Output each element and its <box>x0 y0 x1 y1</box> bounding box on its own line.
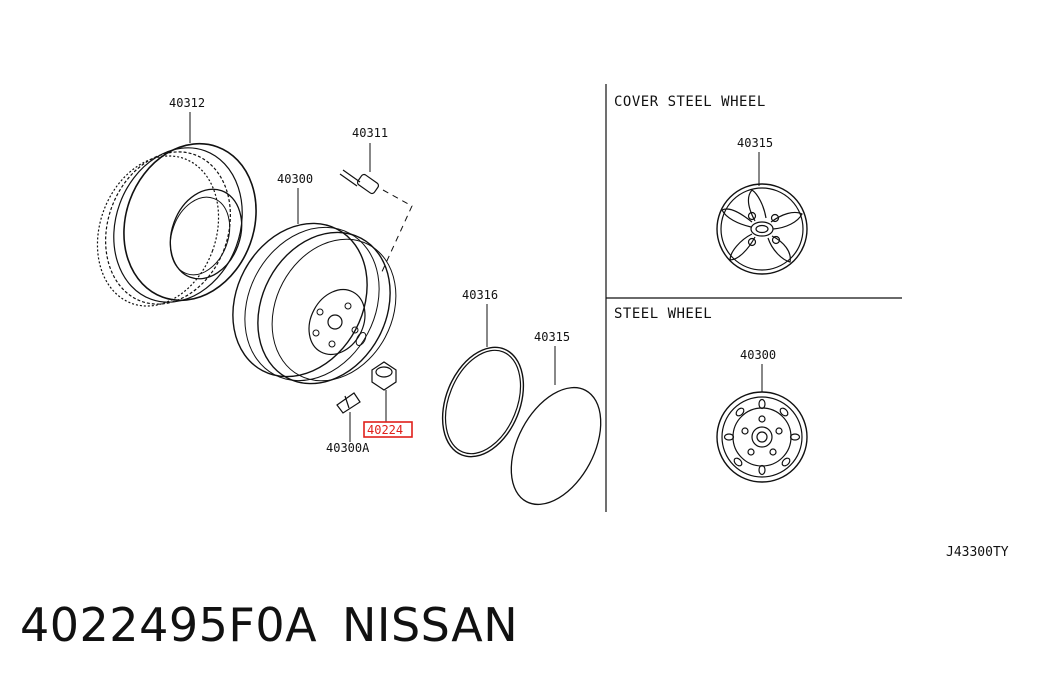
section-part-steel[interactable]: 40300 <box>740 348 776 362</box>
wheel-cover-icon <box>716 183 808 275</box>
part-number: 4022495F0A <box>20 598 318 652</box>
diagram-code: J43300TY <box>946 545 1009 560</box>
wheel-disc-icon <box>510 386 602 506</box>
steel-wheel-icon <box>716 391 808 483</box>
highlight-box <box>363 421 413 438</box>
callout-tire[interactable]: 40312 <box>169 96 205 110</box>
callout-valve[interactable]: 40311 <box>352 126 388 140</box>
valve-icon <box>339 169 380 195</box>
balance-weight-icon <box>336 392 361 414</box>
ring-icon <box>441 346 525 458</box>
callout-ring[interactable]: 40316 <box>462 288 498 302</box>
section-title-cover: COVER STEEL WHEEL <box>614 94 766 110</box>
callout-wheel[interactable]: 40300 <box>277 172 313 186</box>
brand-name: NISSAN <box>342 598 519 652</box>
callout-cover[interactable]: 40315 <box>534 330 570 344</box>
wheel-icon <box>232 222 397 385</box>
callout-nut[interactable]: 40224 <box>367 423 403 437</box>
wheel-nut-icon <box>371 361 397 391</box>
callout-weight[interactable]: 40300A <box>326 441 370 455</box>
section-title-steel: STEEL WHEEL <box>614 306 712 322</box>
tire-icon <box>96 142 257 307</box>
section-part-cover[interactable]: 40315 <box>737 136 773 150</box>
